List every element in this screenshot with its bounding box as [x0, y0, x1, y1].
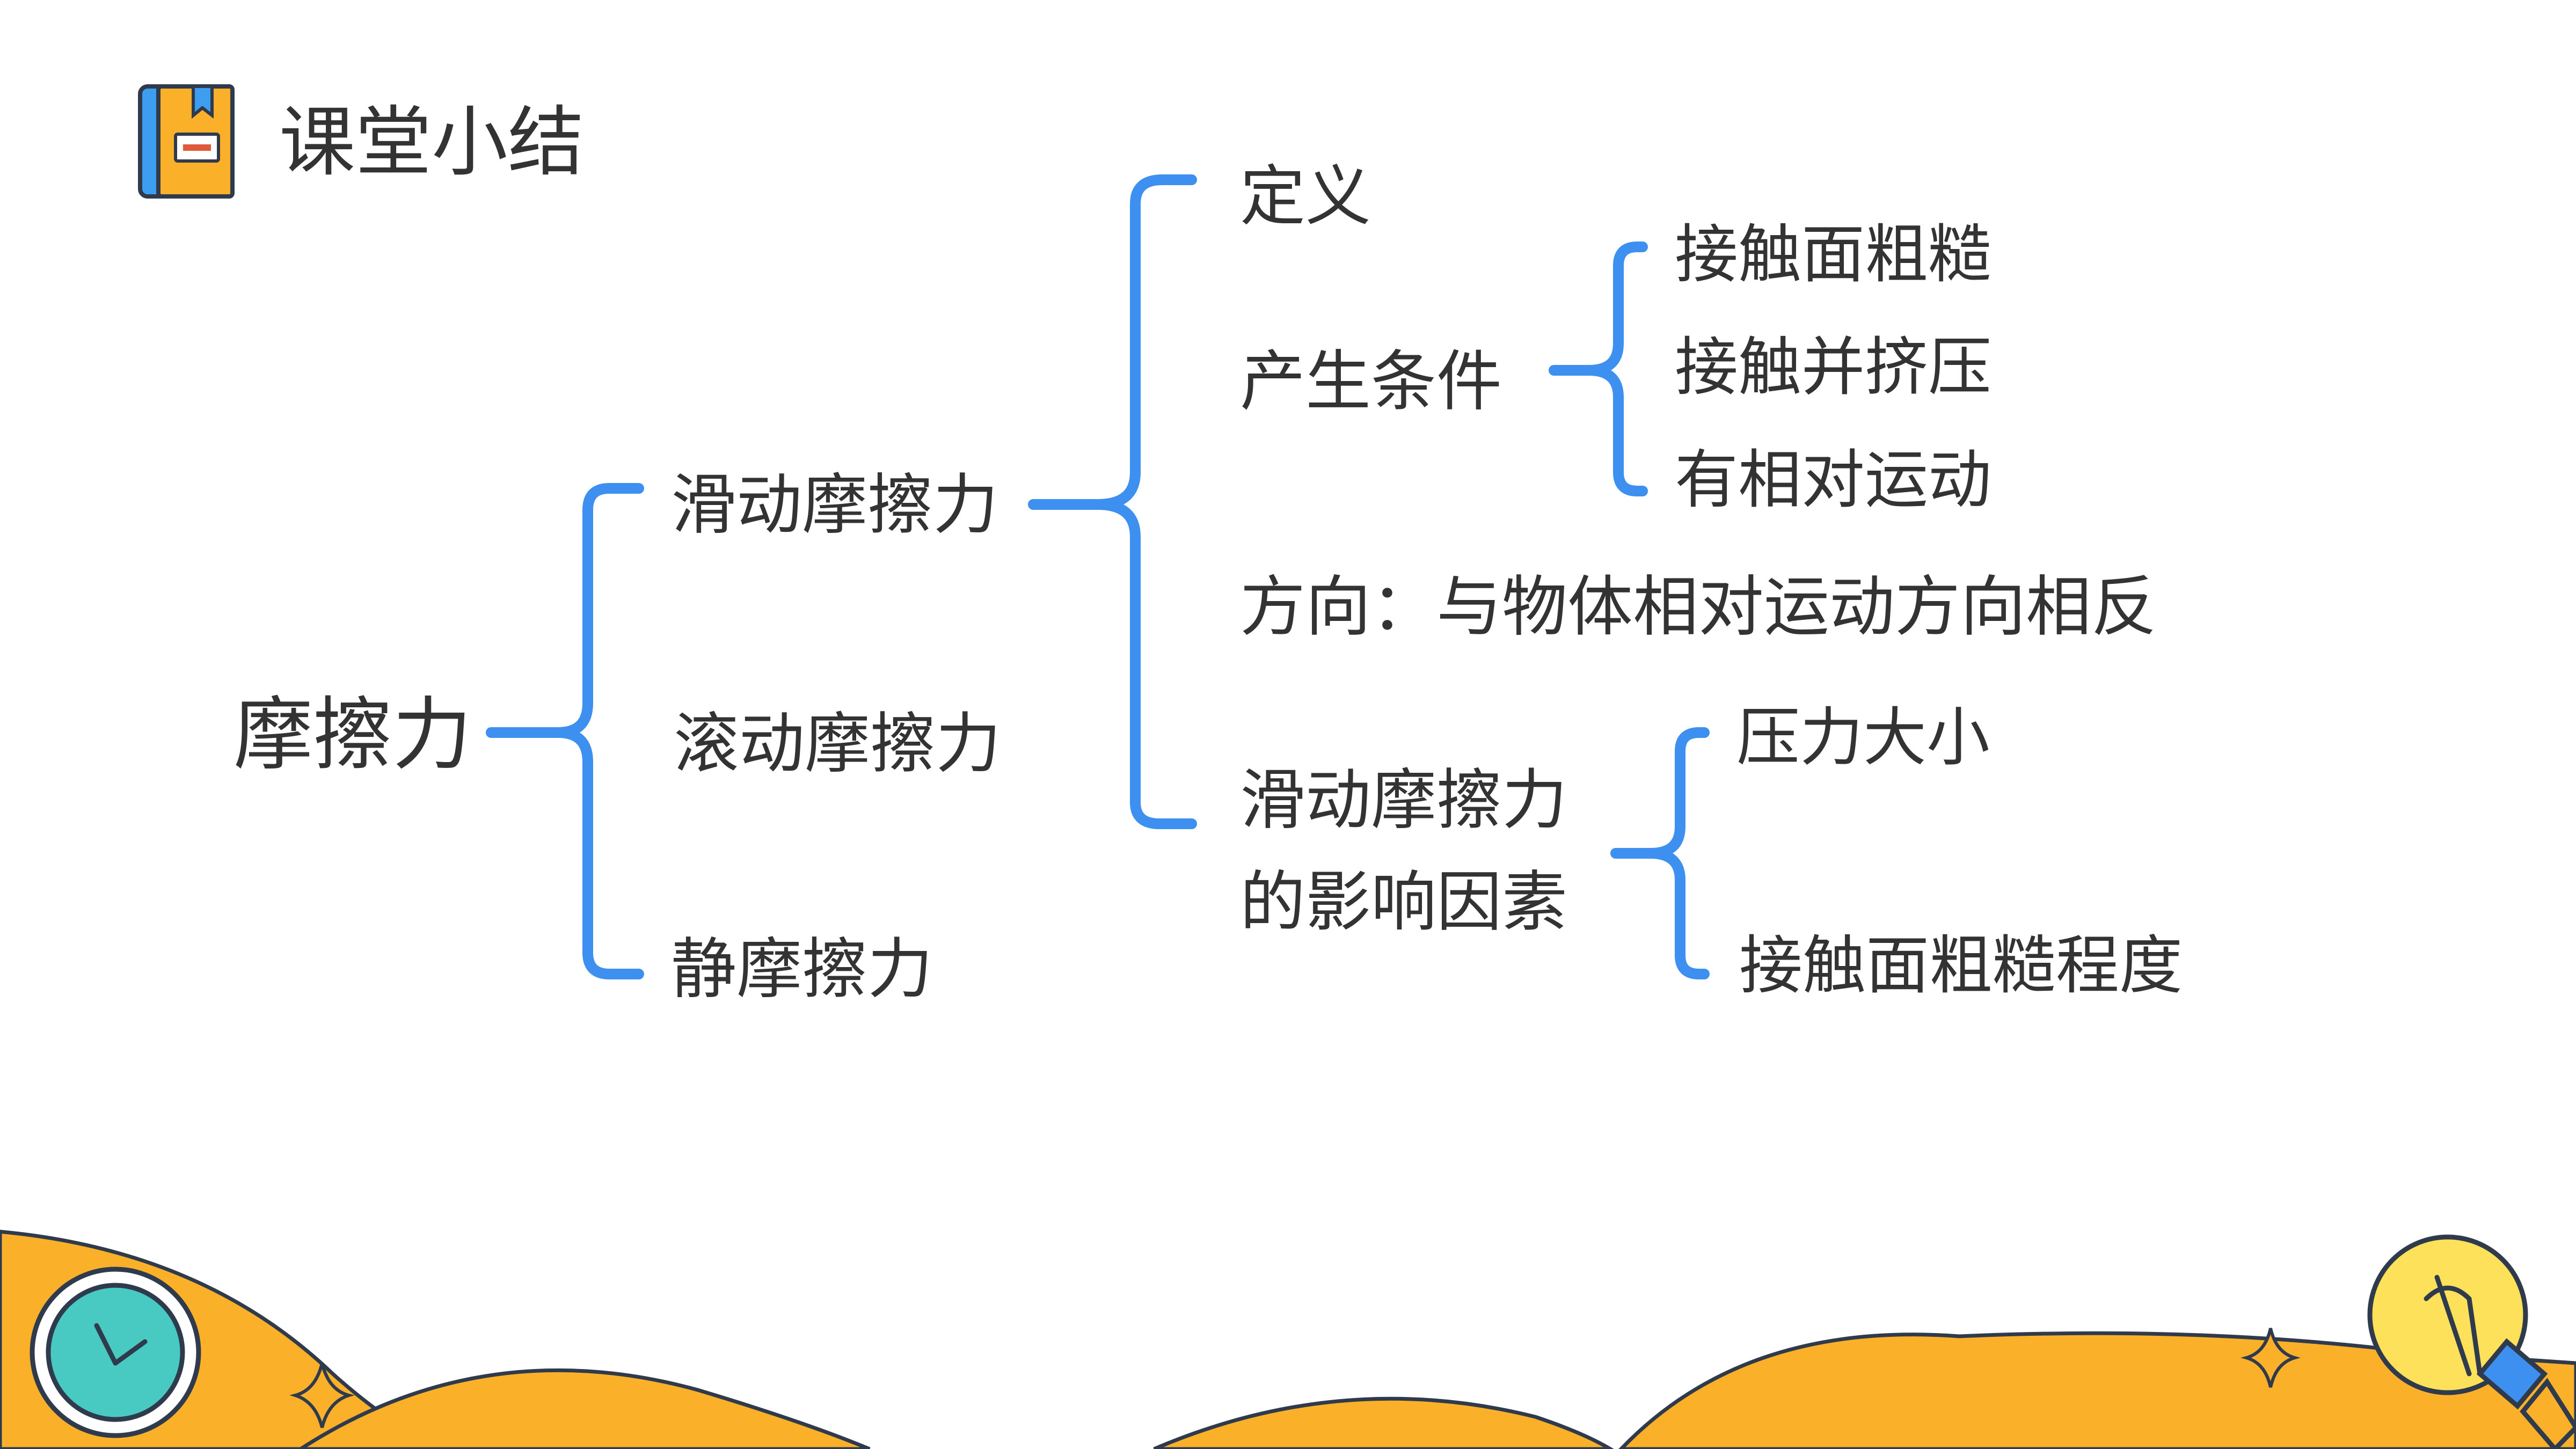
page-title: 课堂小结 — [279, 98, 584, 187]
node-direction: 方向：与物体相对运动方向相反 — [1240, 569, 2157, 645]
node-factor-roughness: 接触面粗糙程度 — [1739, 928, 2183, 1002]
footer-hill-right — [1618, 1331, 2576, 1449]
node-static-friction: 静摩擦力 — [671, 931, 933, 1007]
header-book-icon — [137, 83, 239, 201]
node-condition-pressed: 接触并挤压 — [1675, 330, 1992, 404]
node-rolling-friction: 滚动摩擦力 — [674, 706, 1001, 782]
connector-factors — [1610, 727, 1710, 979]
node-condition-rough: 接触面粗糙 — [1675, 217, 1992, 291]
node-conditions: 产生条件 — [1240, 343, 1502, 420]
node-factors-line2: 的影响因素 — [1240, 864, 1567, 940]
lightbulb-icon — [2367, 1234, 2576, 1449]
node-definition: 定义 — [1240, 158, 1371, 235]
node-factor-pressure: 压力大小 — [1736, 700, 1990, 774]
connector-root — [486, 483, 644, 979]
node-root: 摩擦力 — [233, 689, 472, 781]
footer-hill-left — [297, 1368, 871, 1449]
sparkle-icon-right — [2241, 1328, 2301, 1388]
node-condition-relative-motion: 有相对运动 — [1675, 443, 1992, 517]
node-sliding-friction: 滑动摩擦力 — [671, 467, 998, 543]
connector-sliding — [1028, 174, 1197, 829]
footer-hill-middle — [1153, 1396, 1614, 1449]
connector-conditions — [1549, 241, 1648, 496]
clock-icon — [30, 1267, 201, 1438]
sparkle-icon-left — [289, 1363, 355, 1428]
node-factors-line1: 滑动摩擦力 — [1240, 762, 1567, 838]
